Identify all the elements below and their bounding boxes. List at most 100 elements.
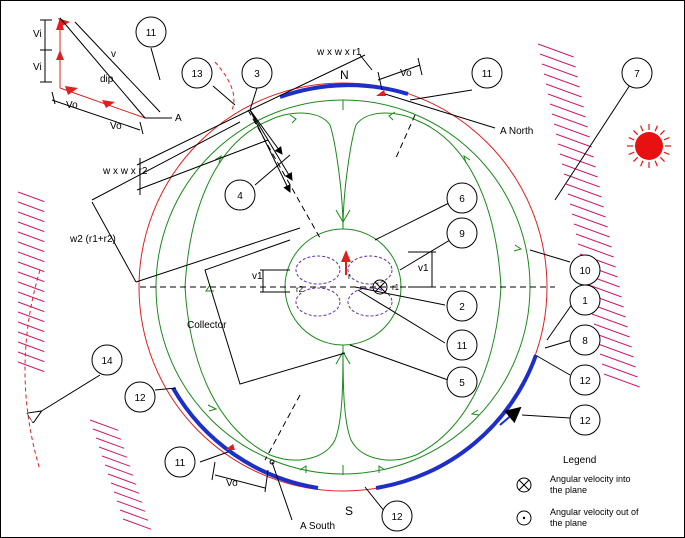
vo-north-dim — [377, 64, 421, 81]
r-small-label: r — [348, 272, 351, 281]
callout-c13: 13 — [181, 57, 213, 89]
w2-r2-line-top — [136, 109, 251, 166]
hatch-mark — [17, 351, 45, 363]
svg-text:14: 14 — [101, 356, 113, 367]
sun-ray — [640, 160, 644, 167]
hatch-mark — [591, 313, 628, 328]
hatch-mark — [545, 83, 582, 98]
into-plane-symbol — [372, 279, 388, 295]
bottom-left-hatching — [89, 419, 152, 530]
hatch-mark — [17, 201, 45, 213]
w2-r1-r2-label: w2 (r1+r2) — [69, 234, 116, 245]
callout-c9: 9 — [446, 217, 478, 249]
hatch-mark — [551, 113, 588, 128]
top-cusp — [335, 209, 351, 223]
svg-text:8: 8 — [582, 336, 588, 347]
hatch-mark — [17, 231, 45, 243]
hatch-mark — [110, 482, 140, 494]
svg-text:5: 5 — [459, 378, 465, 389]
collector-label: Collector — [187, 320, 227, 331]
hatch-mark — [569, 203, 606, 218]
north-red-marker — [376, 90, 386, 96]
hatch-mark — [104, 464, 134, 476]
blue-arc-southeast — [375, 354, 538, 490]
svg-text:12: 12 — [134, 393, 146, 404]
callout-c5: 5 — [446, 366, 478, 398]
a-south-label: A South — [300, 521, 335, 532]
hatch-mark — [98, 446, 128, 458]
hatch-mark — [537, 43, 574, 58]
callout-leaders — [40, 47, 631, 513]
sun-ray — [628, 151, 635, 155]
v1-left-label: v1 — [252, 271, 263, 282]
v1-right-label: v1 — [418, 263, 429, 274]
dip-label: dip — [100, 74, 114, 85]
diagonal-axis-lower — [264, 394, 301, 461]
w2r-line-bottom — [135, 227, 301, 283]
blue-arc-north — [279, 83, 409, 99]
left-dashed-boundary — [24, 269, 41, 471]
hatch-mark — [541, 63, 578, 78]
hatch-mark — [599, 353, 636, 368]
hatch-mark — [17, 211, 45, 223]
svg-text:2: 2 — [459, 302, 465, 313]
callout-c7: 7 — [621, 57, 653, 89]
vo-top2-label: Vo — [110, 121, 122, 132]
callout-c11a: 11 — [135, 16, 167, 48]
legend-into-plane-icon — [516, 477, 532, 493]
callout-c12a: 12 — [569, 364, 601, 396]
blue-direction-arrow — [499, 406, 522, 426]
hatch-mark — [17, 191, 45, 203]
callout-c4: 4 — [224, 179, 256, 211]
w-r1-line — [249, 54, 366, 111]
collector-bracket — [204, 239, 346, 385]
svg-text:7: 7 — [634, 69, 640, 80]
svg-text:4: 4 — [237, 191, 243, 202]
callout-c1: 1 — [569, 284, 601, 316]
sun-ray — [633, 130, 639, 136]
hatch-mark — [17, 341, 45, 353]
south-label: S — [345, 504, 353, 518]
callout-c11c: 11 — [446, 329, 478, 361]
hatch-mark — [116, 500, 146, 512]
hatch-mark — [603, 373, 640, 388]
callout-c11b: 11 — [471, 57, 503, 89]
hatch-mark — [17, 361, 45, 373]
legend-into-plane-line2: the plane — [550, 485, 587, 495]
vo-south-label: Vo — [226, 478, 238, 489]
callout-c14: 14 — [91, 344, 123, 376]
outer-orbit-circle — [138, 82, 548, 492]
svg-text:13: 13 — [191, 69, 203, 80]
force-arrow-2 — [249, 109, 293, 181]
sun-ray — [633, 156, 639, 162]
hatch-mark — [577, 243, 614, 258]
hatch-mark — [575, 233, 612, 248]
callout-c6: 6 — [446, 182, 478, 214]
field-arrows — [205, 111, 523, 473]
bottom-cusp — [335, 351, 351, 365]
legend: Legend Angular velocity into the plane A… — [516, 455, 639, 528]
a-north-leader — [384, 93, 496, 129]
svg-text:1: 1 — [582, 296, 588, 307]
vo-south-dim — [214, 474, 266, 489]
sun-ray — [659, 130, 665, 136]
legend-out-of-plane-icon — [516, 510, 532, 526]
hatch-mark — [17, 321, 45, 333]
r1-small-label: r1 — [392, 283, 400, 292]
hatch-mark — [559, 153, 596, 168]
hatch-mark — [101, 455, 131, 467]
v-label: v — [111, 49, 116, 60]
svg-text:3: 3 — [254, 69, 260, 80]
hatch-mark — [17, 311, 45, 323]
vi-lower-label: Vi — [33, 62, 42, 73]
hatch-mark — [561, 163, 598, 178]
r2-small-label: r2 — [296, 285, 304, 294]
hatch-mark — [593, 323, 630, 338]
hatch-mark — [17, 251, 45, 263]
w2r-line-top — [91, 121, 241, 201]
hatch-mark — [119, 509, 149, 521]
callout-c3: 3 — [241, 57, 273, 89]
sun-ray — [663, 151, 670, 155]
legend-into-plane-line1: Angular velocity into — [550, 474, 631, 484]
